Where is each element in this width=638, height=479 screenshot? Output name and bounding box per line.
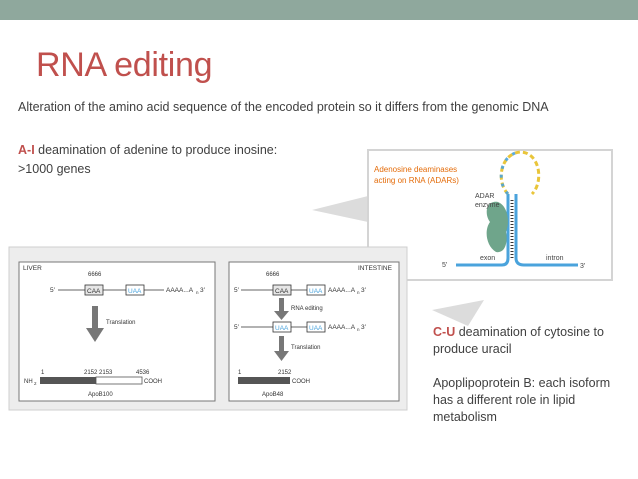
- three-prime-label: 3': [580, 263, 585, 270]
- adar-caption-line1: Adenosine deaminases: [374, 165, 457, 174]
- adar-enzyme-line1: ADAR: [475, 193, 494, 200]
- slide-subtitle: Alteration of the amino acid sequence of…: [18, 100, 549, 114]
- liver-codon-number: 6666: [88, 272, 102, 278]
- liver-five-prime: 5′: [50, 287, 56, 294]
- intestine-edited-codon2: UAA: [309, 325, 323, 332]
- callout-lines: [312, 196, 484, 326]
- intestine-codon-number: 6666: [266, 272, 280, 278]
- liver-cooh: COOH: [144, 379, 162, 385]
- intestine-cooh: COOH: [292, 379, 310, 385]
- liver-three-prime: 3′: [200, 287, 206, 294]
- adar-enzyme-line2: enzyme: [475, 202, 500, 209]
- intestine-translation: Translation: [291, 345, 320, 351]
- exon-label: exon: [480, 255, 495, 262]
- intestine-title: INTESTINE: [358, 265, 393, 272]
- intestine-panel: INTESTINE 6666 5′ CAA UAA AAAA...A n 3′ …: [228, 261, 400, 402]
- intestine-codon-uaa: UAA: [309, 288, 323, 295]
- liver-num2: 2152 2153: [84, 370, 113, 376]
- intestine-num2: 2152: [278, 370, 292, 376]
- liver-panel: LIVER 6666 5′ CAA UAA AAAA...A n 3′ Tran…: [18, 261, 216, 402]
- cu-description: deamination of cytosine to produce uraci…: [433, 325, 604, 356]
- five-prime-label: 5': [442, 262, 447, 269]
- apob-figure: LIVER 6666 5′ CAA UAA AAAA...A n 3′ Tran…: [8, 246, 408, 411]
- ai-description: deamination of adenine to produce inosin…: [34, 143, 278, 157]
- ai-term: A-I: [18, 143, 35, 157]
- intestine-codon-caa: CAA: [275, 288, 289, 295]
- liver-polya-sub: n: [196, 290, 199, 295]
- intestine-polya-sub: n: [357, 290, 360, 295]
- liver-title: LIVER: [23, 265, 42, 272]
- liver-polya: AAAA...A: [166, 287, 194, 294]
- intestine-edited-three-prime: 3′: [361, 324, 367, 331]
- intestine-edited-five-prime: 5′: [234, 324, 240, 331]
- accent-bar: [0, 0, 638, 20]
- intestine-five-prime: 5′: [234, 287, 240, 294]
- intestine-edited-polya: AAAA...A: [328, 324, 356, 331]
- intestine-num1: 1: [238, 370, 242, 376]
- liver-protein: ApoB100: [88, 392, 113, 398]
- liver-codon-caa: CAA: [87, 288, 101, 295]
- slide-title: RNA editing: [36, 46, 213, 84]
- cu-term: C-U: [433, 325, 456, 339]
- intestine-protein: ApoB48: [262, 392, 284, 398]
- apob-description: Apoplipoprotein B: each isoform has a di…: [433, 376, 611, 424]
- adar-figure: Adenosine deaminases acting on RNA (ADAR…: [367, 149, 613, 281]
- liver-nh2: NH: [24, 379, 33, 385]
- intestine-three-prime: 3′: [361, 287, 367, 294]
- cu-line: C-U deamination of cytosine to produce u…: [433, 324, 633, 358]
- gene-count: >1000 genes: [18, 162, 91, 176]
- liver-num3: 4536: [136, 370, 150, 376]
- adar-caption-line2: acting on RNA (ADARs): [374, 176, 459, 185]
- intestine-edited-polya-sub: n: [357, 327, 360, 332]
- ai-editing-line: A-I deamination of adenine to produce in…: [18, 143, 277, 157]
- intestine-edited-codon: UAA: [275, 325, 289, 332]
- liver-codon-uaa: UAA: [128, 288, 142, 295]
- liver-num1: 1: [41, 370, 45, 376]
- intron-label: intron: [546, 255, 564, 262]
- liver-nh2-sub: 2: [34, 381, 37, 386]
- intestine-rna-editing: RNA editing: [291, 306, 323, 312]
- liver-translation: Translation: [106, 320, 135, 326]
- cu-editing-block: C-U deamination of cytosine to produce u…: [433, 324, 633, 426]
- intestine-polya: AAAA...A: [328, 287, 356, 294]
